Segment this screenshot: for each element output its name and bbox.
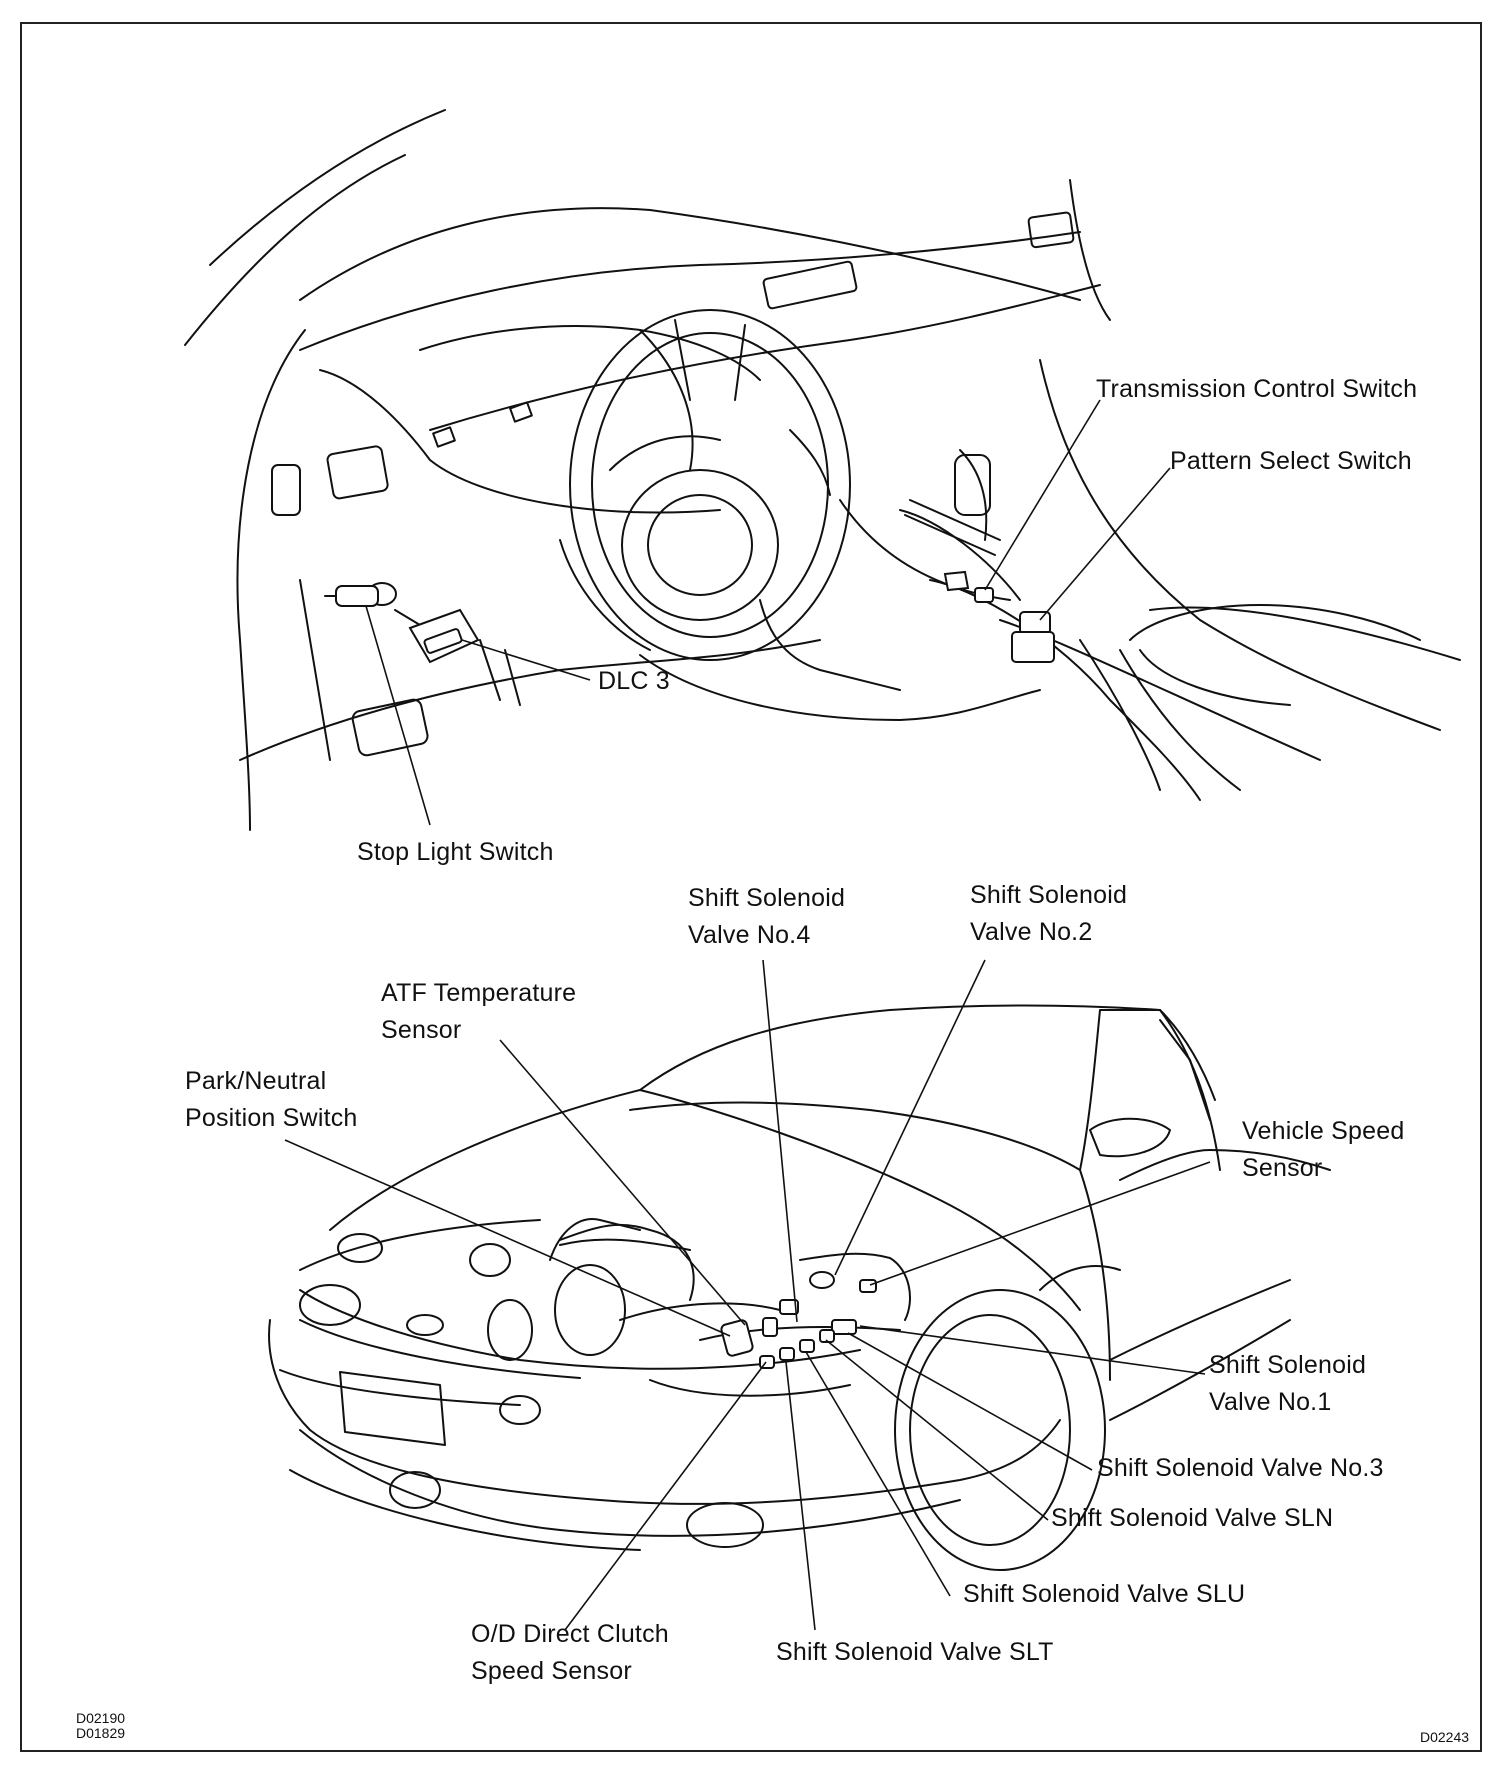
label-line-1: Vehicle Speed — [1242, 1117, 1405, 1145]
label-line-2: Speed Sensor — [471, 1657, 632, 1685]
stop-light-switch-part — [324, 582, 421, 626]
figure-code-left-1: D02190 — [76, 1710, 126, 1726]
label-line-2: Valve No.1 — [1209, 1388, 1332, 1416]
label-line-2: Sensor — [1242, 1154, 1323, 1182]
leader-lines-top — [365, 399, 1171, 826]
label-line-2: Position Switch — [185, 1104, 358, 1132]
label-shift-solenoid-valve-slt: Shift Solenoid Valve SLT — [776, 1638, 1054, 1666]
car-illustration — [268, 1004, 1331, 1571]
solenoid-cluster-parts — [720, 1271, 877, 1369]
label-dlc3: DLC 3 — [598, 667, 670, 695]
label-line-1: O/D Direct Clutch — [471, 1620, 669, 1648]
label-shift-solenoid-valve-no4: Shift Solenoid Valve No.4 — [688, 880, 845, 954]
label-line-1: Shift Solenoid — [970, 881, 1128, 909]
shift-lever-switches-part — [943, 570, 1055, 663]
label-shift-solenoid-valve-slu: Shift Solenoid Valve SLU — [963, 1580, 1246, 1608]
label-line-1: Shift Solenoid — [1209, 1351, 1367, 1379]
label-line-2: Valve No.4 — [688, 921, 811, 949]
label-transmission-control-switch: Transmission Control Switch — [1096, 375, 1418, 403]
label-pattern-select-switch: Pattern Select Switch — [1170, 447, 1412, 475]
figure-code-left-2: D01829 — [76, 1725, 126, 1741]
label-shift-solenoid-valve-no2: Shift Solenoid Valve No.2 — [970, 877, 1127, 951]
label-shift-solenoid-valve-no1: Shift Solenoid Valve No.1 — [1209, 1347, 1366, 1421]
label-od-direct-clutch-speed-sensor: O/D Direct Clutch Speed Sensor — [471, 1616, 669, 1690]
label-atf-temperature-sensor: ATF Temperature Sensor — [381, 975, 576, 1049]
dashboard-illustration — [184, 109, 1461, 831]
label-line-2: Sensor — [381, 1016, 462, 1044]
label-vehicle-speed-sensor: Vehicle Speed Sensor — [1242, 1113, 1404, 1187]
label-line-2: Valve No.2 — [970, 918, 1093, 946]
label-line-1: Shift Solenoid — [688, 884, 846, 912]
label-line-1: Park/Neutral — [185, 1067, 327, 1095]
figure-code-right: D02243 — [1420, 1729, 1470, 1745]
label-line-1: ATF Temperature — [381, 979, 577, 1007]
leader-lines-bottom — [284, 959, 1211, 1631]
label-park-neutral-position-switch: Park/Neutral Position Switch — [185, 1063, 358, 1137]
label-stop-light-switch: Stop Light Switch — [357, 838, 554, 866]
dlc3-connector-part — [408, 608, 480, 664]
label-shift-solenoid-valve-no3: Shift Solenoid Valve No.3 — [1097, 1454, 1384, 1482]
label-shift-solenoid-valve-sln: Shift Solenoid Valve SLN — [1051, 1504, 1334, 1532]
diagram-frame — [20, 22, 1482, 1752]
